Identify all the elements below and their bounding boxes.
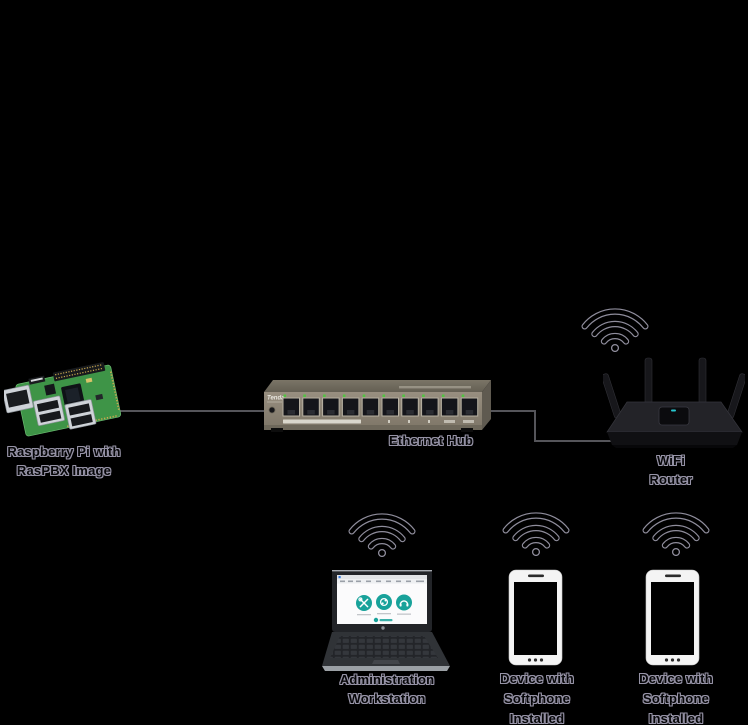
hub-led [461, 394, 465, 398]
hub-led [362, 394, 366, 398]
label-line: Administration [339, 672, 435, 687]
label-line: Installed [509, 711, 565, 725]
label-line: Softphone [642, 691, 710, 706]
ethernet-hub-image: Tenda [261, 378, 491, 437]
cable-pi-to-hub [100, 410, 266, 412]
hub-side-face [482, 380, 491, 430]
router-panel [658, 406, 690, 426]
router-base [607, 432, 742, 445]
administration-workstation-label: Administration Workstation [317, 670, 457, 708]
hub-led [342, 394, 346, 398]
label-line: WiFi [656, 453, 686, 468]
hub-led [323, 394, 326, 398]
phone-speaker [528, 574, 544, 578]
smartphone-image [508, 569, 564, 671]
smartphone-image [645, 569, 701, 671]
app-logo [373, 617, 393, 623]
hub-model-print [399, 386, 471, 389]
phone-screen [651, 582, 694, 655]
label-line: RasPBX Image [16, 463, 112, 478]
laptop-keyboard [330, 636, 438, 658]
hub-port-row [282, 394, 479, 417]
hub-brand-logo: Tenda [267, 396, 285, 402]
cable-hub-to-router-v [534, 410, 536, 442]
router-status-led [671, 409, 676, 412]
pi-usb-ports-1 [33, 395, 65, 426]
wifi-router-image [601, 356, 747, 453]
app-toolbar [337, 579, 427, 584]
pi-usb-ports-2 [64, 399, 97, 430]
wifi-signal-icon [636, 504, 716, 561]
wifi-router-label: WiFi Router [601, 451, 741, 489]
hub-top-face [264, 380, 491, 392]
hub-led [402, 394, 405, 398]
label-line: Installed [648, 711, 704, 725]
raspberry-pi-image [2, 362, 130, 445]
admin-app-icons [356, 594, 412, 616]
laptop-trackpad [372, 660, 400, 664]
wifi-signal-icon [342, 505, 422, 562]
hub-led [441, 394, 445, 398]
label-line: Workstation [348, 691, 426, 706]
ethernet-hub-label: Ethernet Hub [361, 431, 501, 450]
hub-power-button [268, 406, 276, 414]
laptop-front-edge [322, 666, 450, 671]
hub-led [283, 394, 287, 398]
hub-led [303, 394, 306, 398]
label-line: Softphone [503, 691, 571, 706]
cable-hub-to-router-h1 [484, 410, 536, 412]
softphone-device-1-label: Device with Softphone Installed [467, 669, 607, 725]
raspberry-pi-label: Raspberry Pi with RasPBX Image [0, 442, 134, 480]
wifi-signal-icon [496, 504, 576, 561]
raspberry-pi-board [2, 362, 122, 437]
label-line: Router [649, 472, 693, 487]
label-line: Ethernet Hub [388, 433, 473, 448]
phone-screen [514, 582, 557, 655]
cable-hub-to-router-h2 [534, 440, 618, 442]
label-line: Raspberry Pi with [7, 444, 121, 459]
pi-chip [44, 383, 57, 396]
hub-label-strip [283, 419, 361, 424]
ethernet-hub-switch: Tenda [264, 380, 491, 432]
app-titlebar [337, 575, 427, 579]
label-line: Device with [500, 671, 574, 686]
phone-speaker [665, 574, 681, 578]
label-line: Device with [639, 671, 713, 686]
laptop-brand-logo [381, 626, 385, 630]
hub-led [422, 394, 425, 398]
softphone-device-2-label: Device with Softphone Installed [606, 669, 746, 725]
hub-led [382, 394, 386, 398]
laptop-image [318, 566, 454, 677]
wifi-signal-icon [575, 300, 655, 357]
